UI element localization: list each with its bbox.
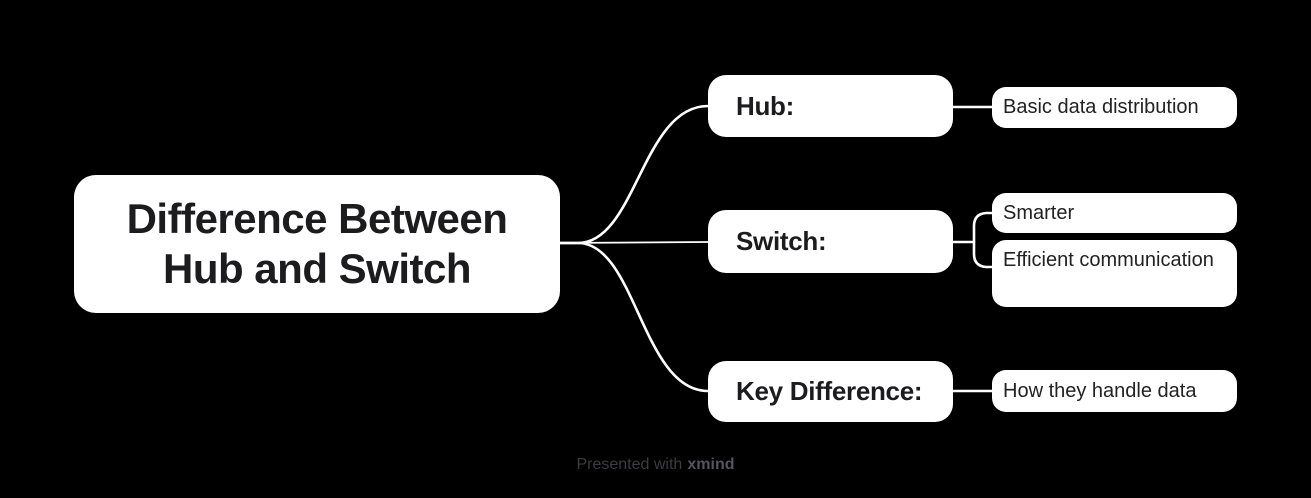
root-topic-node[interactable]: Difference Between Hub and Switch xyxy=(74,175,560,313)
branch-node-key-difference[interactable]: Key Difference: xyxy=(708,361,953,422)
branch-node-hub[interactable]: Hub: xyxy=(708,75,953,137)
subtopic-label-efficient-communication: Efficient communication xyxy=(1003,249,1214,271)
branch-label-key-difference: Key Difference: xyxy=(736,376,923,406)
subtopic-node-efficient-communication[interactable]: Efficient communication xyxy=(992,240,1237,307)
watermark-brand: xmind xyxy=(687,456,735,473)
watermark-text: Presented with xyxy=(576,456,683,473)
branch-label-switch: Switch: xyxy=(736,226,827,256)
connector-switch-children-bracket xyxy=(972,211,994,269)
branch-label-hub: Hub: xyxy=(736,90,794,121)
root-topic-line2: Hub and Switch xyxy=(163,245,472,292)
connector-root-to-hub xyxy=(558,104,710,245)
branch-node-switch[interactable]: Switch: xyxy=(708,210,953,273)
subtopic-node-basic-data-distribution[interactable]: Basic data distribution xyxy=(992,87,1237,128)
subtopic-label-basic-data-distribution: Basic data distribution xyxy=(1003,96,1199,118)
watermark: Presented with xmind xyxy=(0,456,1311,474)
connector-root-to-key-difference xyxy=(558,241,710,393)
subtopic-label-how-they-handle-data: How they handle data xyxy=(1003,379,1197,402)
subtopic-node-how-they-handle-data[interactable]: How they handle data xyxy=(992,370,1237,412)
subtopic-label-smarter: Smarter xyxy=(1003,201,1075,224)
subtopic-node-smarter[interactable]: Smarter xyxy=(992,193,1237,233)
root-topic-line1: Difference Between xyxy=(126,195,508,242)
